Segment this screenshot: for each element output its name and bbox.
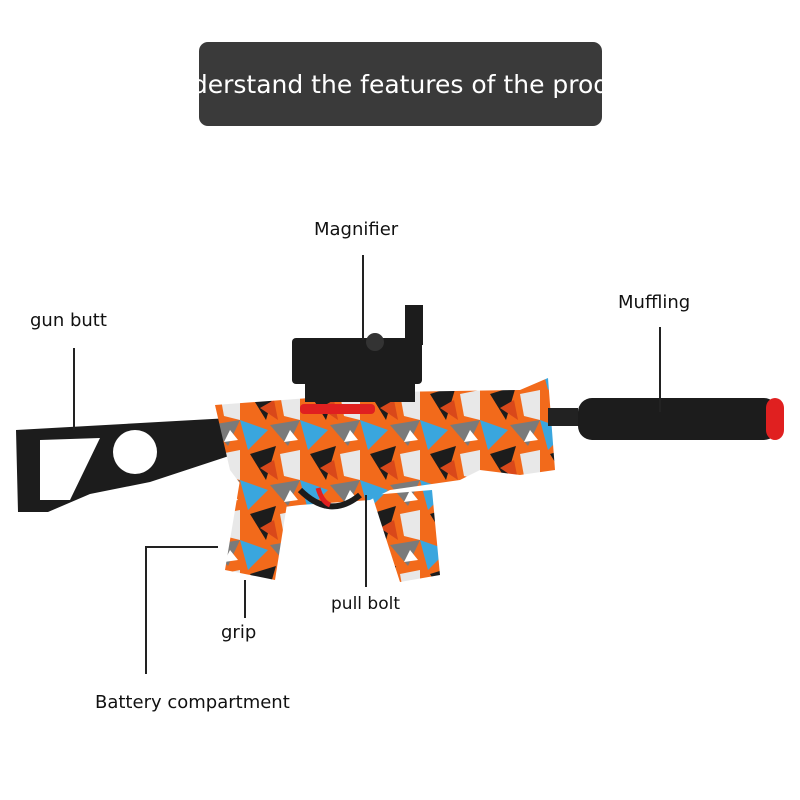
label-grip: grip — [221, 622, 257, 643]
leader-line-battery-h — [145, 546, 218, 548]
suppressor — [578, 398, 778, 440]
front-handguard — [450, 430, 550, 470]
receiver-body — [215, 378, 555, 510]
barrel — [548, 408, 578, 426]
label-pull-bolt: pull bolt — [331, 594, 400, 614]
suppressor-tip — [766, 398, 784, 440]
leader-line-pull-bolt — [365, 495, 367, 587]
pistol-grip — [225, 480, 290, 580]
leader-line-gun-butt — [73, 348, 75, 430]
stock-hole — [113, 430, 157, 474]
label-gun-butt: gun butt — [30, 310, 107, 331]
magazine — [372, 490, 440, 582]
stock-cutout — [40, 438, 100, 500]
sight-body — [292, 338, 422, 384]
trigger — [315, 487, 332, 508]
leader-line-magnifier — [362, 255, 364, 340]
label-magnifier: Magnifier — [314, 219, 399, 240]
sight-window — [405, 305, 423, 345]
leader-line-muffling — [659, 327, 661, 412]
title-banner: derstand the features of the prod — [199, 42, 602, 126]
charging-handle — [300, 404, 375, 414]
label-muffling: Muffling — [618, 292, 691, 313]
sight-base — [305, 380, 415, 402]
trigger-guard — [297, 487, 362, 510]
leader-line-grip — [244, 580, 246, 618]
label-battery-compartment: Battery compartment — [95, 692, 290, 713]
leader-line-battery-v — [145, 546, 147, 674]
sight-dial — [366, 333, 384, 351]
title-banner-text: derstand the features of the prod — [199, 69, 602, 99]
